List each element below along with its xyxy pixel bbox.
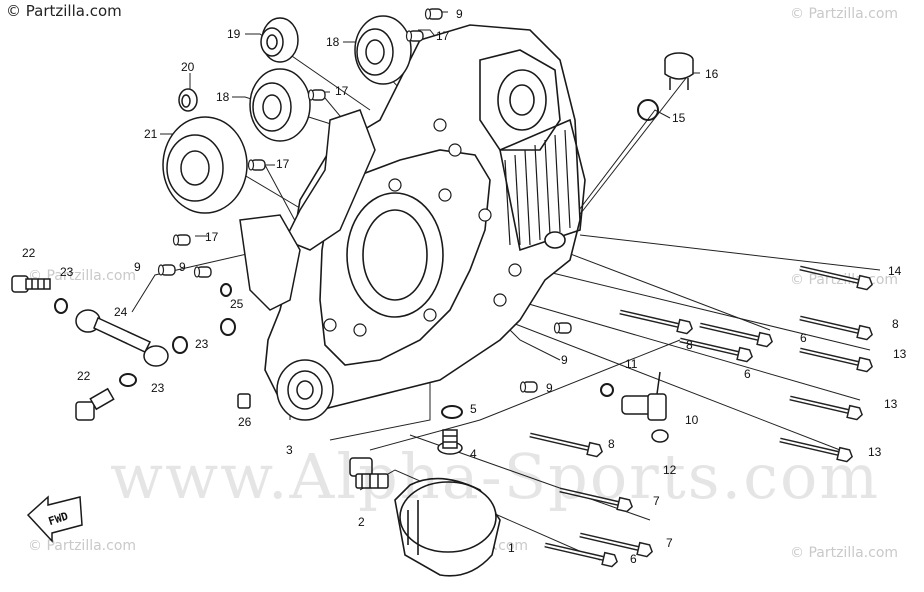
bearing-19 (260, 17, 299, 63)
callout-17d: 17 (205, 230, 219, 244)
callout-21: 21 (144, 127, 158, 141)
banjo-pipe-24 (75, 309, 169, 367)
callout-24: 24 (114, 305, 128, 319)
callout-23c: 23 (151, 381, 165, 395)
leader-lines (131, 11, 881, 561)
callout-8b: 8 (686, 338, 693, 352)
watermark-bottom-right: © Partzilla.com (790, 545, 899, 561)
callout-25: 25 (230, 297, 244, 311)
banjo-bolt-22-upper (11, 275, 51, 293)
callout-9a: 9 (456, 7, 463, 21)
watermark-main: www.Alpha-Sports.com (110, 440, 881, 513)
callout-13a: 13 (893, 347, 907, 361)
o-ring-11 (600, 383, 614, 397)
drain-plug-4 (437, 429, 463, 455)
callout-17c: 17 (276, 157, 290, 171)
callout-17b: 17 (335, 84, 349, 98)
callout-18b: 18 (216, 90, 230, 104)
sensor-10 (621, 371, 669, 443)
callout-2: 2 (358, 515, 365, 529)
callout-1: 1 (508, 541, 515, 555)
callout-9d: 9 (561, 353, 568, 367)
callout-6b: 6 (744, 367, 751, 381)
callout-8a: 8 (892, 317, 899, 331)
callout-8c: 8 (608, 437, 615, 451)
fwd-arrow-icon: FWD (26, 495, 83, 543)
washer-5 (441, 405, 463, 419)
callout-6c: 6 (630, 552, 637, 566)
callout-16: 16 (705, 67, 719, 81)
callout-10: 10 (685, 413, 699, 427)
callout-3: 3 (286, 443, 293, 457)
bolts (529, 262, 874, 567)
o-ring-15 (637, 99, 659, 121)
filter-stud-2 (349, 457, 389, 489)
callout-12: 12 (663, 463, 677, 477)
crankcase-cover (264, 24, 586, 411)
bearing-21 (162, 116, 248, 214)
oil-filter-1 (394, 477, 501, 577)
seal-20 (178, 88, 198, 112)
fwd-label: FWD (47, 509, 70, 528)
filter-cover-3 (276, 359, 334, 421)
callout-7a: 7 (653, 494, 660, 508)
callout-26: 26 (238, 415, 252, 429)
callout-23b: 23 (195, 337, 209, 351)
callout-23a: 23 (60, 265, 74, 279)
oil-filler-cap-16 (664, 52, 694, 90)
callout-9c: 9 (179, 260, 186, 274)
bearing-18-upper (354, 15, 412, 85)
callout-13b: 13 (884, 397, 898, 411)
callout-14: 14 (888, 264, 902, 278)
watermark-mid-left: © Partzilla.com (28, 268, 137, 284)
callout-4: 4 (470, 447, 477, 461)
callout-20: 20 (181, 60, 195, 74)
watermark-top-right: © Partzilla.com (790, 6, 899, 22)
callout-22a: 22 (22, 246, 36, 260)
callout-11: 11 (625, 357, 638, 371)
callout-9b: 9 (134, 260, 141, 274)
watermark-bottom-left: © Partzilla.com (28, 538, 137, 554)
callout-labels: 1 2 3 4 5 6 6 6 7 7 8 8 8 9 9 9 9 9 10 1… (22, 7, 907, 566)
callout-5: 5 (470, 402, 477, 416)
watermark-top-left: © Partzilla.com (6, 2, 122, 20)
bearing-18-lower (249, 68, 311, 142)
callout-9e: 9 (546, 381, 553, 395)
callout-22b: 22 (77, 369, 91, 383)
callout-13c: 13 (868, 445, 882, 459)
callout-7b: 7 (666, 536, 673, 550)
callout-6a: 6 (800, 331, 807, 345)
banjo-bolt-22-lower (75, 387, 115, 421)
case-arm (239, 109, 376, 311)
washers-23 (54, 283, 236, 387)
callout-17a: 17 (436, 29, 450, 43)
callout-15: 15 (672, 111, 686, 125)
callout-19: 19 (227, 27, 241, 41)
bolt-26 (237, 393, 251, 409)
callout-18a: 18 (326, 35, 340, 49)
